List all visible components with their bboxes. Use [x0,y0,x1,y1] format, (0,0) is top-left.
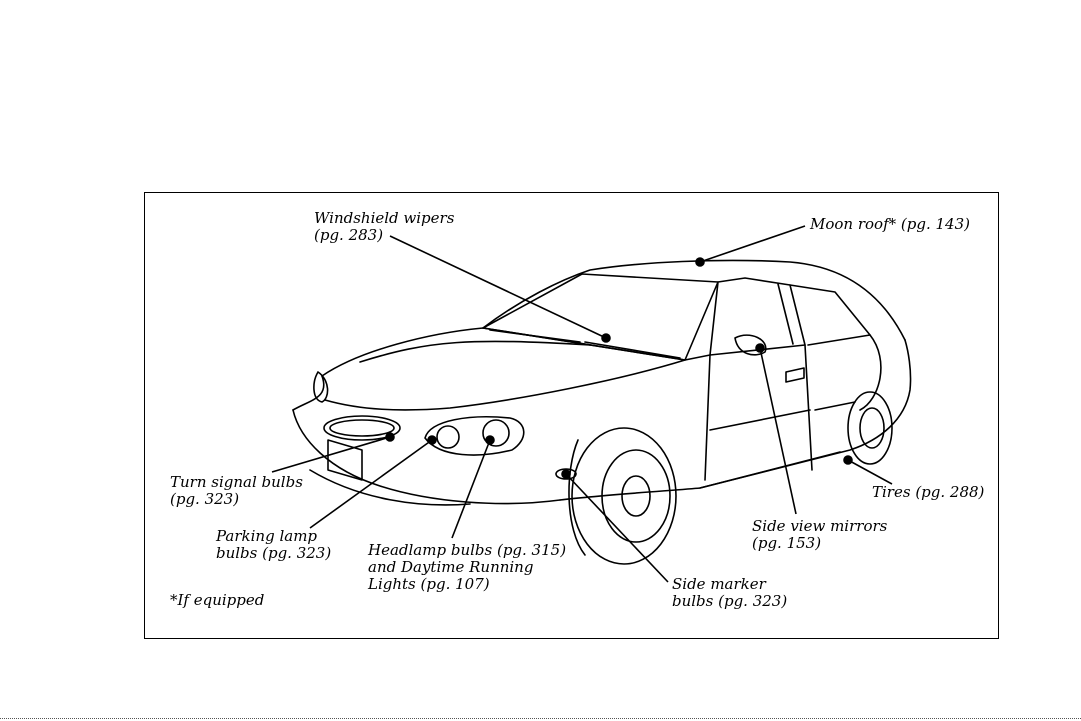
label-headlamp: Headlamp bulbs (pg. 315) and Daytime Run… [368,542,566,593]
wipers-dot [602,334,610,342]
door-handle [786,368,804,382]
label-windshield-wipers: Windshield wipers (pg. 283) [314,210,454,244]
footnote: *If equipped [170,592,264,609]
label-parking-lamp: Parking lamp bulbs (pg. 323) [216,528,331,562]
side-windows [710,278,805,355]
mirror-dot [756,344,764,352]
turnsignal-dot [386,433,394,441]
moonroof-dot [696,258,704,266]
label-side-view-mirrors: Side view mirrors (pg. 153) [752,518,887,552]
label-side-marker: Side marker bulbs (pg. 323) [672,576,787,610]
body-side [560,340,911,500]
label-tires: Tires (pg. 288) [872,484,984,501]
car-hood [322,328,685,410]
label-turn-signal: Turn signal bulbs (pg. 323) [170,474,303,508]
parkinglamp-dot [428,436,436,444]
tires-dot [844,456,852,464]
label-moon-roof: Moon roof* (pg. 143) [810,216,970,233]
headlamp-dot [486,436,494,444]
sidemarker-dot [562,470,570,478]
page-bottom-rule [0,718,1081,719]
